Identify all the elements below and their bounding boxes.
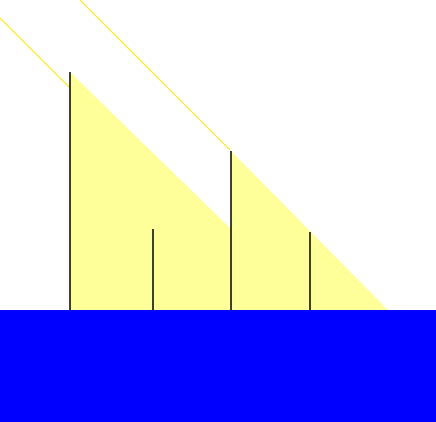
left-sail: [70, 72, 230, 310]
upper-diagonal-line: [79, 0, 231, 151]
water: [0, 310, 436, 422]
right-sail: [231, 151, 388, 310]
top-diagonal-line: [0, 17, 83, 101]
